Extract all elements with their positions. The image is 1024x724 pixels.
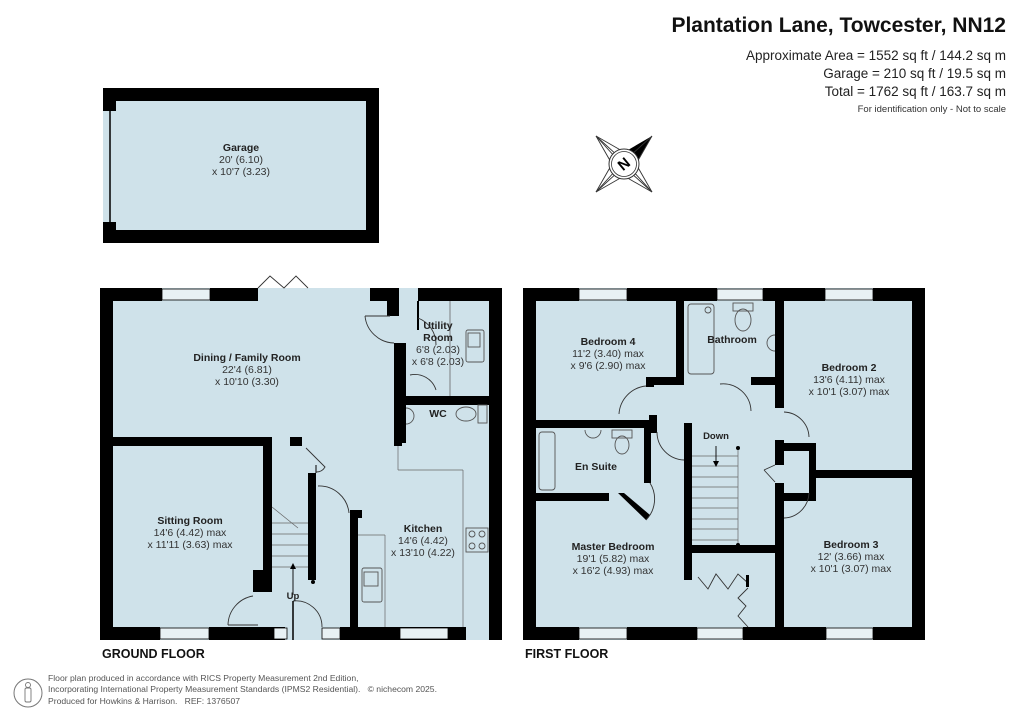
room-label-wc: WC — [429, 408, 447, 420]
property-title: Plantation Lane, Towcester, NN12 — [671, 14, 1006, 37]
compass-icon: N — [595, 135, 653, 193]
room-name: WC — [429, 408, 447, 420]
room-name: Utility — [423, 320, 453, 332]
room-label-sitting-room: Sitting Room 14'6 (4.42) max x 11'11 (3.… — [147, 515, 232, 551]
room-name: Room — [423, 332, 453, 345]
room-dimension: x 9'6 (2.90) max — [570, 360, 646, 373]
footer-line-1: Floor plan produced in accordance with R… — [48, 673, 359, 683]
garage-area: Garage = 210 sq ft / 19.5 sq m — [823, 66, 1006, 81]
room-dimension: 19'1 (5.82) max — [576, 553, 650, 566]
total-area: Total = 1762 sq ft / 163.7 sq m — [824, 84, 1006, 99]
room-dimension: x 10'1 (3.07) max — [808, 386, 890, 399]
room-label-bedroom-2: Bedroom 2 13'6 (4.11) max x 10'1 (3.07) … — [809, 362, 890, 398]
approximate-area: Approximate Area = 1552 sq ft / 144.2 sq… — [745, 48, 1006, 63]
room-name: Dining / Family Room — [193, 352, 301, 364]
room-label-bedroom-3: Bedroom 3 12' (3.66) max x 10'1 (3.07) m… — [811, 539, 892, 575]
room-dimension: 14'6 (4.42) — [398, 535, 448, 548]
person-icon — [13, 678, 43, 708]
room-dimension: 12' (3.66) max — [817, 551, 885, 564]
room-dimension: x 10'7 (3.23) — [211, 166, 271, 179]
room-dimension: 14'6 (4.42) max — [153, 527, 227, 540]
reference-number: REF: 1376507 — [184, 695, 241, 706]
room-name: Bedroom 2 — [821, 362, 877, 374]
room-dimension: x 10'10 (3.30) — [215, 376, 279, 389]
room-label-utility-room: Utility Room 6'8 (2.03) x 6'8 (2.03) — [412, 320, 464, 368]
room-dimension: 20' (6.10) — [218, 154, 264, 167]
disclaimer: For identification only - Not to scale — [857, 104, 1006, 115]
room-dimension: 22'4 (6.81) — [222, 364, 272, 377]
room-name: Kitchen — [403, 523, 443, 535]
first-floor-plan — [523, 288, 925, 640]
room-name: Bedroom 4 — [580, 336, 636, 348]
room-label-bedroom-4: Bedroom 4 11'2 (3.40) max x 9'6 (2.90) m… — [571, 336, 646, 372]
room-name: En Suite — [574, 461, 618, 473]
room-dimension: 6'8 (2.03) — [415, 344, 461, 357]
room-name: Bathroom — [707, 334, 757, 346]
room-dimension: x 13'10 (4.22) — [391, 547, 455, 560]
footer-notes: Floor plan produced in accordance with R… — [48, 673, 437, 707]
room-dimension: x 11'11 (3.63) max — [147, 539, 233, 552]
room-name: Master Bedroom — [571, 541, 655, 553]
footer-line-3: Produced for Howkins & Harrison. REF: 13… — [48, 696, 437, 707]
produced-for: Produced for Howkins & Harrison. — [48, 695, 178, 706]
room-dimension: 13'6 (4.11) max — [813, 374, 885, 387]
room-label-bathroom: Bathroom — [707, 334, 757, 346]
stairs-up-label: Up — [286, 591, 300, 602]
garage-plan — [103, 88, 379, 243]
room-dimension: x 10'1 (3.07) max — [810, 563, 892, 576]
room-name: Garage — [222, 142, 260, 154]
footer-line-2: Incorporating International Property Mea… — [48, 684, 437, 695]
stairs-down-label: Down — [703, 431, 729, 442]
copyright: © nichecom 2025. — [367, 684, 437, 695]
first-floor-label: FIRST FLOOR — [525, 647, 609, 661]
room-label-dining-family-room: Dining / Family Room 22'4 (6.81) x 10'10… — [193, 352, 300, 388]
room-label-en-suite: En Suite — [575, 461, 617, 473]
room-label-kitchen: Kitchen 14'6 (4.42) x 13'10 (4.22) — [391, 523, 455, 559]
ground-floor-plan — [100, 275, 502, 640]
room-dimension: x 16'2 (4.93) max — [572, 565, 654, 578]
ground-floor-label: GROUND FLOOR — [102, 647, 205, 661]
room-label-master-bedroom: Master Bedroom 19'1 (5.82) max x 16'2 (4… — [572, 541, 655, 577]
room-dimension: x 6'8 (2.03) — [411, 356, 465, 369]
footer-line-2-text: Incorporating International Property Mea… — [48, 684, 361, 695]
room-dimension: 11'2 (3.40) max — [572, 348, 644, 361]
room-name: Sitting Room — [157, 515, 223, 527]
room-label-garage: Garage 20' (6.10) x 10'7 (3.23) — [212, 142, 270, 178]
room-name: Bedroom 3 — [823, 539, 879, 551]
